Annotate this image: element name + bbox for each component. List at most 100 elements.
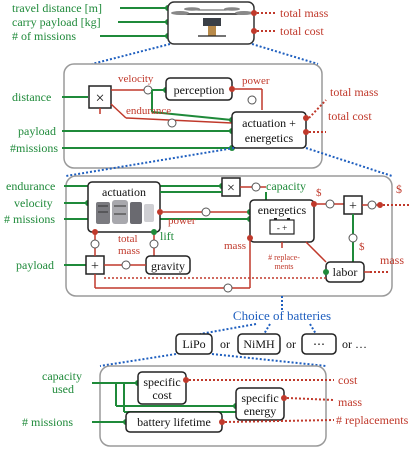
input-missions-l3: # missions xyxy=(22,415,73,429)
output-total-cost: total cost xyxy=(280,24,324,38)
zoom-line xyxy=(91,43,171,65)
label-mass: mass xyxy=(224,240,246,252)
specific-energy-label-2: energy xyxy=(244,404,276,418)
specific-cost-block xyxy=(137,371,187,405)
battery-icon xyxy=(269,218,295,235)
connector-dot xyxy=(303,129,309,135)
output-mass-l3: mass xyxy=(338,395,362,409)
input-carry-payload: carry payload [kg] xyxy=(12,15,101,29)
specific-energy-block xyxy=(235,387,285,421)
level2-section: endurance velocity # missions payload ac… xyxy=(4,175,410,297)
connector-dot xyxy=(219,419,225,425)
label-dollar-b: $ xyxy=(359,241,365,253)
connector-dot xyxy=(303,115,309,121)
multiply-symbol: × xyxy=(95,90,104,107)
leq-symbol xyxy=(251,182,261,192)
input-num-missions: # of missions xyxy=(12,29,76,43)
label-lift: lift xyxy=(160,229,175,243)
link-line xyxy=(151,111,233,121)
input-missions-l2: # missions xyxy=(4,212,55,226)
label-total-mass-2: mass xyxy=(118,245,140,257)
input-distance: distance xyxy=(12,90,51,104)
battery-lifetime-label: battery lifetime xyxy=(137,415,211,429)
input-payload: payload xyxy=(18,124,56,138)
label-velocity: velocity xyxy=(118,73,154,85)
input-travel-distance: travel distance [m] xyxy=(12,1,102,15)
leq-symbol xyxy=(90,239,100,249)
zoom-line xyxy=(263,323,271,335)
input-endurance: endurance xyxy=(6,179,55,193)
leq-symbol xyxy=(348,233,358,243)
connector-dot xyxy=(92,229,98,235)
connector-dot xyxy=(157,209,163,215)
endurance-line xyxy=(125,117,233,124)
specific-energy-label-1: specific xyxy=(241,391,278,405)
labor-label: labor xyxy=(333,265,358,279)
separator-or-3: or … xyxy=(342,337,367,351)
specific-cost-label-2: cost xyxy=(152,388,172,402)
output-total-mass-l1: total mass xyxy=(330,85,379,99)
actuation-energetics-label-1: actuation + xyxy=(242,116,296,130)
zoom-line xyxy=(251,43,319,65)
battery-choice-section: Choice of batteries LiPo or NiMH or ⋯ or… xyxy=(175,308,367,355)
output-total-mass: total mass xyxy=(280,6,329,20)
endurance-line xyxy=(110,103,127,119)
battery-option-more xyxy=(301,333,337,355)
battery-option-nimh xyxy=(237,333,281,355)
battery-symbol: - + xyxy=(277,223,287,233)
separator-or-2: or xyxy=(286,337,296,351)
motor-image xyxy=(96,200,154,224)
multiply-symbol-l2: × xyxy=(227,181,235,196)
zoom-line xyxy=(305,147,393,177)
separator-or-1: or xyxy=(220,337,230,351)
level1-section: distance payload #missions × velocity en… xyxy=(10,63,379,169)
specific-cost-label-1: specific xyxy=(143,375,180,389)
battery-option-lipo-label: LiPo xyxy=(182,337,205,351)
output-cost: cost xyxy=(338,373,358,387)
label-dollar-a: $ xyxy=(316,187,322,199)
connector-dot xyxy=(251,28,257,34)
output-dollar: $ xyxy=(396,182,402,196)
replacements-line xyxy=(305,241,327,263)
battery-option-nimh-label: NiMH xyxy=(243,337,275,351)
output-total-cost-l1: total cost xyxy=(328,109,372,123)
leq-symbol xyxy=(201,207,211,217)
connector-dot xyxy=(247,235,253,241)
leq-symbol xyxy=(143,85,153,95)
battery-option-lipo xyxy=(175,333,213,355)
leq-symbol xyxy=(367,200,377,210)
label-total-mass-1: total xyxy=(118,233,138,245)
input-missions: #missions xyxy=(10,141,58,155)
connector-dot xyxy=(323,269,329,275)
leq-symbol xyxy=(149,239,159,249)
leq-symbol xyxy=(121,260,131,270)
actuation-energetics-label-2: energetics xyxy=(245,131,294,145)
input-payload-l2: payload xyxy=(16,258,54,272)
leq-symbol xyxy=(247,95,257,105)
energetics-label: energetics xyxy=(258,203,307,217)
connector-dot xyxy=(151,229,157,235)
perception-label: perception xyxy=(174,83,225,97)
plus-symbol-left: + xyxy=(91,259,99,274)
top-level-section: travel distance [m] carry payload [kg] #… xyxy=(12,1,329,45)
zoom-line xyxy=(211,353,327,367)
label-power-l2: power xyxy=(168,215,196,227)
leq-symbol xyxy=(325,199,335,209)
actuation-label: actuation xyxy=(102,185,146,199)
zoom-line xyxy=(99,353,177,367)
zoom-line xyxy=(65,147,235,177)
connector-dot xyxy=(251,10,257,16)
gravity-label: gravity xyxy=(151,259,185,273)
connector-dot xyxy=(377,202,383,208)
label-replacements-2: ments xyxy=(274,262,293,271)
label-power: power xyxy=(242,75,270,87)
connector-dot xyxy=(281,395,287,401)
input-capacity-used: used xyxy=(52,382,74,396)
output-replacements: # replacements xyxy=(336,413,409,427)
zoom-line xyxy=(309,323,317,335)
battery-choice-title: Choice of batteries xyxy=(233,308,331,323)
leq-symbol xyxy=(223,283,233,293)
connector-dot xyxy=(311,201,317,207)
zoom-line xyxy=(199,323,257,335)
